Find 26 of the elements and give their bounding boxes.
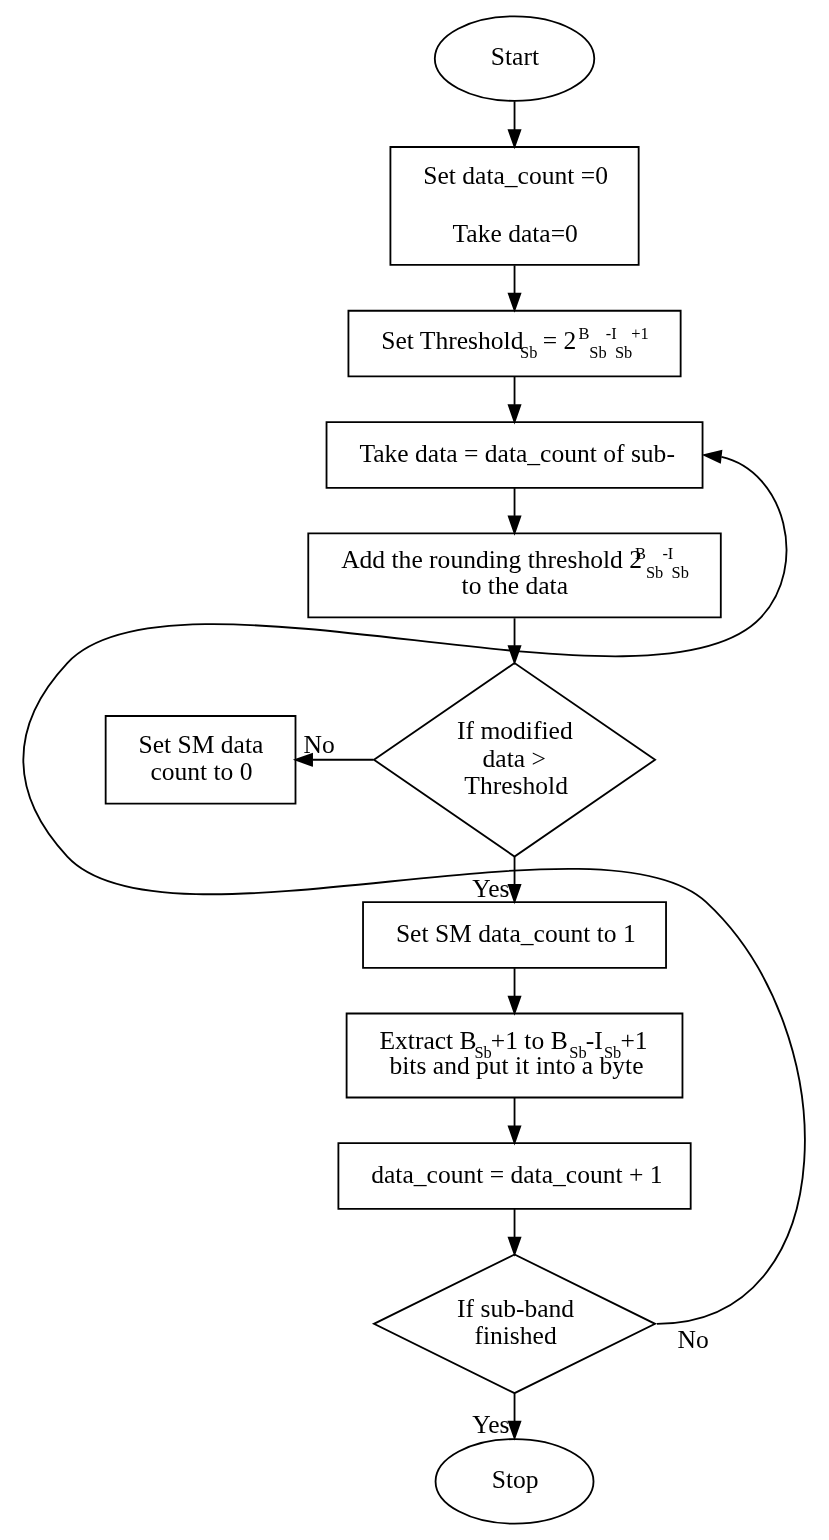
arrow <box>507 487 522 536</box>
node-box: Set SM data count to 0 <box>104 715 297 805</box>
node-box: Set SM data_count to 1 <box>362 901 667 969</box>
node-box: data_count = data_count + 1 <box>337 1142 692 1210</box>
arrow <box>507 967 522 1016</box>
arrow <box>507 1096 522 1146</box>
node-diamond: If modified data > Threshold <box>372 661 657 858</box>
node-ellipse: Stop <box>434 1438 595 1525</box>
edge-label: No <box>303 729 335 759</box>
edge-label: No <box>677 1324 709 1354</box>
arrow <box>507 264 522 313</box>
edge-label: Yes <box>472 873 510 903</box>
arrow <box>507 375 522 425</box>
node-box: Take data = data_count of sub- <box>325 421 704 489</box>
node-diamond: If sub-band finished <box>371 1253 658 1395</box>
node-ellipse: Start <box>433 15 596 102</box>
edge-label: Yes <box>472 1410 510 1440</box>
arrow <box>507 856 522 905</box>
arrow <box>507 617 522 666</box>
node-box: Set data_count =0 Take data=0 <box>389 146 640 266</box>
arrow <box>292 752 375 767</box>
arrow <box>507 100 522 150</box>
node-box: Extract B$_{Sb}$+1 to B$_{Sb}$-I$_{Sb}$+1 bits and put it into a byte <box>345 1012 684 1099</box>
arrow <box>507 1208 522 1257</box>
arrow <box>507 1392 522 1441</box>
arrow <box>22 449 806 1325</box>
